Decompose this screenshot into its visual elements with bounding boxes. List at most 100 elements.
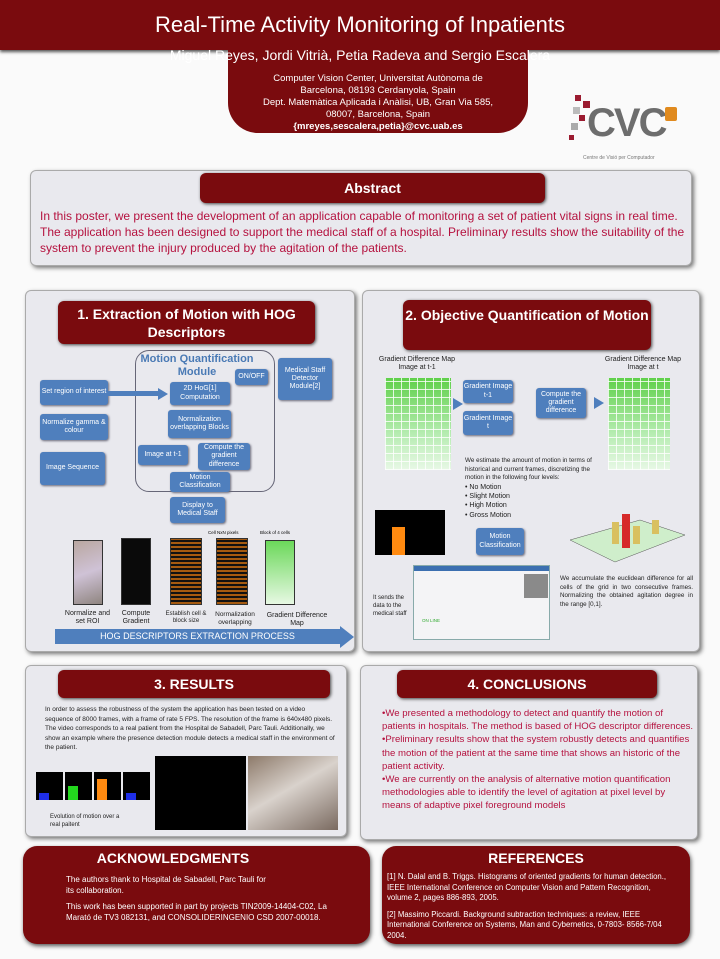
gradient-diff-box: Compute the gradient difference bbox=[198, 443, 250, 470]
conclusion-item: •Preliminary results show that the syste… bbox=[382, 734, 690, 772]
cvc-logo: CVC Centre de Visió per Computador bbox=[565, 85, 685, 170]
onoff-box: ON/OFF bbox=[235, 369, 268, 385]
process-arrow: HOG DESCRIPTORS EXTRACTION PROCESS bbox=[55, 629, 340, 644]
motion-class-box: Motion Classification bbox=[170, 472, 230, 492]
authors: Miguel Reyes, Jordi Vitrià, Petia Radeva… bbox=[169, 47, 551, 63]
motion-frame bbox=[94, 772, 121, 800]
diff-map-t1 bbox=[385, 378, 451, 470]
display-box: Display to Medical Staff bbox=[170, 497, 225, 523]
hog-box: 2D HoG[1] Computation bbox=[170, 382, 230, 405]
level-item: • High Motion bbox=[465, 502, 507, 510]
step-label: Normalization overlapping bbox=[215, 611, 255, 626]
block-note: Block of 4 cells bbox=[260, 530, 291, 535]
motion-display bbox=[375, 510, 445, 555]
evolution-caption: Evolution of motion over a real paitent bbox=[50, 814, 120, 829]
affiliation-line: Barcelona, 08193 Cerdanyola, Spain bbox=[300, 85, 456, 96]
roi-box: Set region of interest bbox=[40, 380, 108, 405]
detection-mask-image bbox=[155, 756, 246, 830]
refs-list: [1] N. Dalal and B. Triggs. Histograms o… bbox=[387, 872, 672, 941]
map-t-label: Gradient Difference Map Image at t bbox=[604, 356, 682, 372]
arrow-icon bbox=[453, 398, 463, 410]
sends-text: It sends the data to the medical staff bbox=[373, 595, 407, 618]
step-label: Compute Gradient bbox=[121, 610, 151, 626]
poster-title: Real-Time Activity Monitoring of Inpatie… bbox=[154, 12, 566, 37]
abstract-title: Abstract bbox=[200, 173, 545, 203]
motion-level-bar bbox=[68, 786, 78, 800]
level-label: No Motion bbox=[469, 483, 502, 491]
results-text: In order to assess the robustness of the… bbox=[45, 706, 335, 751]
section2-title: 2. Objective Quantification of Motion bbox=[403, 300, 651, 350]
map-t1-label: Gradient Difference Map Image at t-1 bbox=[378, 356, 456, 372]
affiliation: Computer Vision Center, Universitat Autò… bbox=[228, 73, 528, 133]
motion-level-bar bbox=[126, 793, 136, 800]
conclusions-list: •We presented a methodology to detect an… bbox=[382, 707, 694, 813]
compute-box: Compute the gradient difference bbox=[536, 388, 586, 418]
motion-class-box: Motion Classification bbox=[476, 528, 524, 555]
accumulate-text: We accumulate the euclidean difference f… bbox=[560, 575, 693, 608]
step-label: Normalize and set ROI bbox=[64, 610, 111, 626]
block-thumbnail bbox=[216, 538, 248, 605]
header-banner bbox=[0, 0, 720, 50]
step-label: Establish cell & block size bbox=[165, 611, 207, 625]
refs-panel bbox=[382, 846, 690, 944]
gradient-t-box: Gradient Image t bbox=[463, 411, 513, 435]
arrow-head-icon bbox=[340, 626, 354, 648]
normalize-box: Normalize gamma & colour bbox=[40, 414, 108, 440]
arrow-line bbox=[108, 391, 158, 396]
logo-text: CVC bbox=[587, 101, 667, 145]
affiliation-line: Computer Vision Center, Universitat Autò… bbox=[273, 73, 483, 84]
roi-thumbnail bbox=[73, 540, 103, 605]
logo-subtitle: Centre de Visió per Computador bbox=[583, 155, 655, 161]
abstract-text: In this poster, we present the developme… bbox=[40, 209, 685, 255]
motion-level-bar bbox=[97, 779, 107, 800]
level-label: Slight Motion bbox=[469, 492, 510, 500]
section4-title: 4. CONCLUSIONS bbox=[397, 670, 657, 698]
step-label: Gradient Difference Map bbox=[266, 612, 328, 628]
motion-frame bbox=[36, 772, 63, 800]
patient-photo bbox=[248, 756, 338, 830]
motion-frame bbox=[123, 772, 150, 800]
level-label: Gross Motion bbox=[469, 511, 512, 519]
ack-paragraph: The authors thank to Hospital de Sabadel… bbox=[66, 875, 266, 895]
motion-evolution bbox=[36, 772, 152, 808]
motion-level-bar bbox=[39, 793, 49, 800]
affiliation-line: Dept. Matemàtica Aplicada i Anàlisi, UB,… bbox=[262, 97, 494, 108]
arrow-icon bbox=[594, 397, 604, 409]
level-item: • No Motion bbox=[465, 483, 502, 491]
app-screenshot: ON LINE bbox=[413, 565, 550, 640]
gradient-t1-box: Gradient Image t-1 bbox=[463, 380, 513, 403]
section3-title: 3. RESULTS bbox=[58, 670, 330, 698]
online-label: ON LINE bbox=[422, 618, 441, 623]
level-label: High Motion bbox=[469, 502, 507, 510]
module-title: Motion Quantification Module bbox=[140, 353, 254, 378]
ack-paragraph: This work has been supported in part by … bbox=[66, 902, 327, 922]
affiliation-line: 08007, Barcelona, Spain bbox=[325, 109, 431, 120]
3d-histogram bbox=[569, 514, 686, 563]
email: {mreyes,sescalera,petia}@cvc.uab.es bbox=[293, 121, 463, 132]
ack-title: ACKNOWLEDGMENTS bbox=[96, 850, 250, 866]
diffmap-thumbnail bbox=[265, 540, 295, 605]
conclusion-item: •We presented a methodology to detect an… bbox=[382, 708, 694, 733]
arrow-icon bbox=[158, 388, 168, 400]
gradient-thumbnail bbox=[121, 538, 151, 605]
affiliation-tab bbox=[228, 45, 528, 133]
conclusion-item: •We are currently on the analysis of alt… bbox=[382, 774, 671, 812]
level-item: • Slight Motion bbox=[465, 492, 510, 500]
detector-box: Medical Staff Detector Module[2] bbox=[278, 358, 332, 400]
cell-note: Cell NxN pixels bbox=[208, 530, 239, 535]
cell-thumbnail bbox=[170, 538, 202, 605]
normalization-box: Normalization overlapping Blocks bbox=[168, 410, 231, 438]
section1-title: 1. Extraction of Motion with HOG Descrip… bbox=[58, 301, 315, 344]
level-item: • Gross Motion bbox=[465, 511, 512, 519]
refs-title: REFERENCES bbox=[488, 850, 584, 866]
motion-frame bbox=[65, 772, 92, 800]
estimate-paragraph: We estimate the amount of motion in term… bbox=[465, 457, 592, 481]
ack-panel bbox=[23, 846, 370, 944]
diff-map-t bbox=[608, 378, 670, 470]
image-sequence-box: Image Sequence bbox=[40, 452, 105, 485]
reference-item: [1] N. Dalal and B. Triggs. Histograms o… bbox=[387, 872, 667, 902]
image-t1-box: Image at t-1 bbox=[138, 445, 188, 465]
ack-text: The authors thank to Hospital de Sabadel… bbox=[66, 874, 336, 923]
estimate-text: We estimate the amount of motion in term… bbox=[465, 457, 610, 520]
reference-item: [2] Massimo Piccardi. Background subtrac… bbox=[387, 909, 662, 940]
